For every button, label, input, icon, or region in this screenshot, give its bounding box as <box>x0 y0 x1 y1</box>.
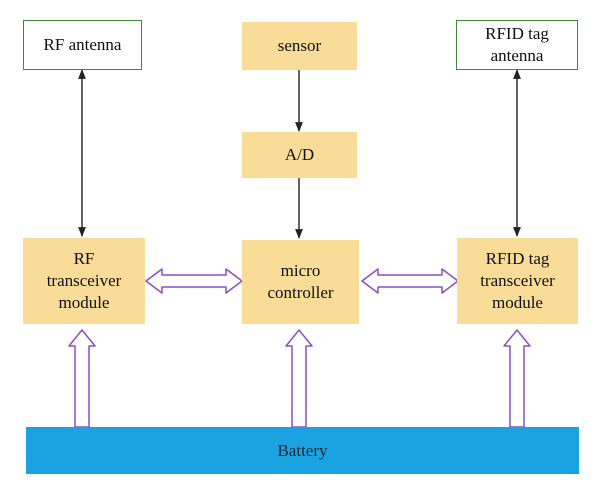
micro-controller-label: micro controller <box>267 261 334 302</box>
sensor-block: sensor <box>242 22 357 70</box>
rf-transceiver-label: RF transceiver module <box>46 249 122 312</box>
ad-converter-label: A/D <box>284 145 315 164</box>
rfid-tag-antenna-label: RFID tag antenna <box>485 24 549 65</box>
rfid-tag-transceiver-block: RFID tag transceiver module <box>457 238 578 324</box>
battery-label: Battery <box>277 440 328 460</box>
ad-converter-block: A/D <box>242 132 357 178</box>
battery-to-rf-hollow-arrow <box>68 329 96 428</box>
micro-controller-block: micro controller <box>242 240 359 324</box>
rfid-tag-transceiver-label: RFID tag transceiver module <box>480 249 555 312</box>
sensor-label: sensor <box>277 36 322 55</box>
rf-antenna-block: RF antenna <box>23 20 142 70</box>
rf-antenna-label: RF antenna <box>43 35 122 54</box>
rf-controller-hollow-arrow <box>145 268 243 294</box>
battery-bar: Battery <box>26 427 579 474</box>
battery-to-controller-hollow-arrow <box>285 329 313 428</box>
controller-rfid-hollow-arrow <box>361 268 459 294</box>
rfid-tag-antenna-block: RFID tag antenna <box>456 20 578 70</box>
battery-to-rfid-hollow-arrow <box>503 329 531 428</box>
rf-transceiver-block: RF transceiver module <box>23 238 145 324</box>
